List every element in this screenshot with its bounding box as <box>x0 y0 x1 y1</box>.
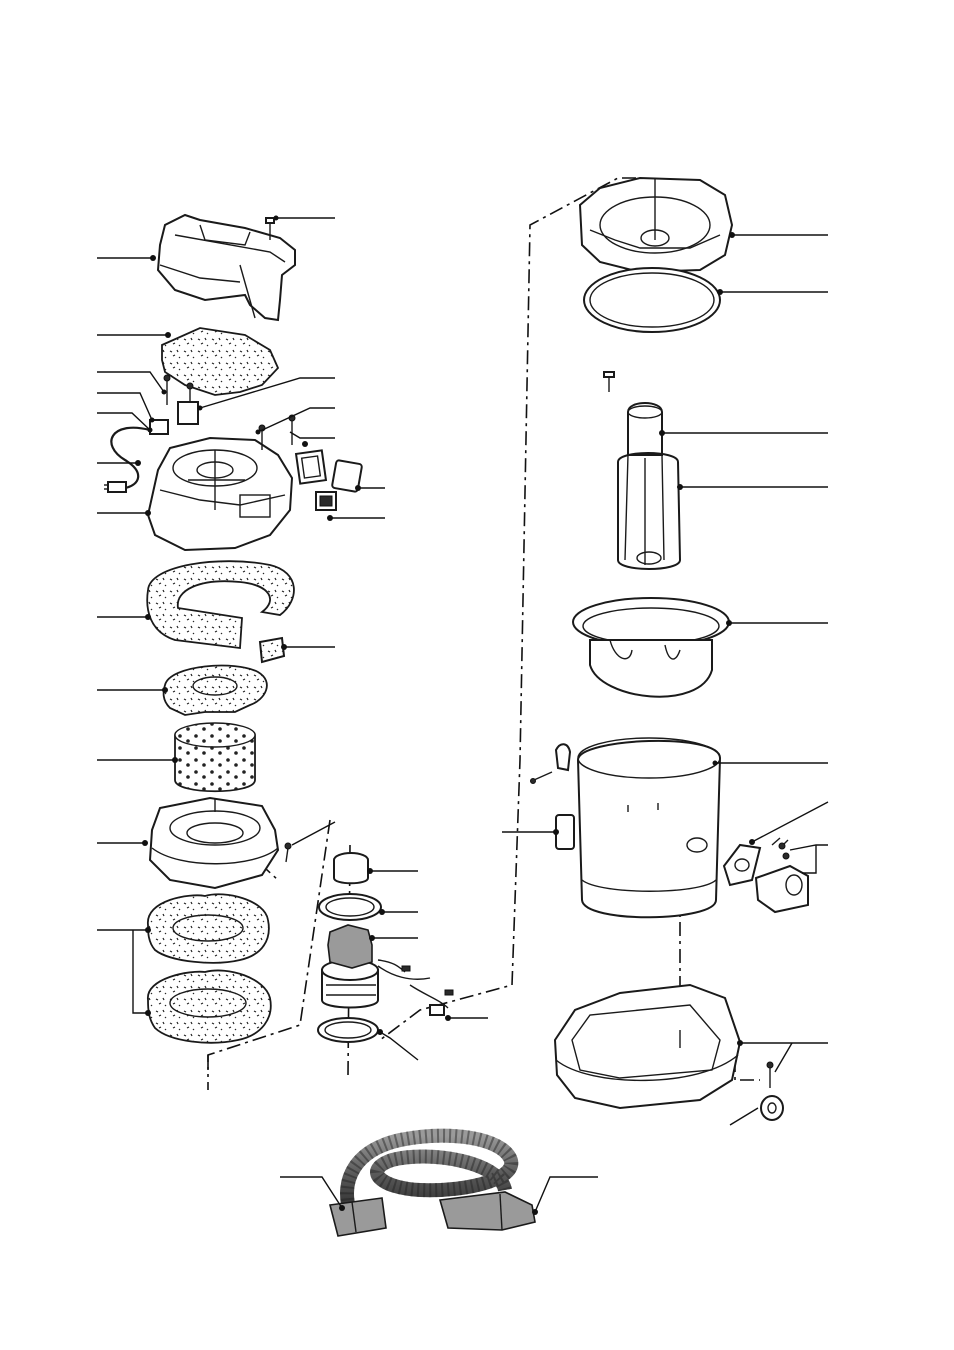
motor-bushing <box>333 852 369 885</box>
callout-lid-screw <box>273 215 335 221</box>
foam-block <box>258 636 286 664</box>
motor-upper-gasket <box>318 893 382 921</box>
callout-cylinder-foam <box>97 757 178 763</box>
latch-screws <box>771 837 790 860</box>
top-seal-ring <box>583 267 721 333</box>
float <box>627 402 663 456</box>
callout-float <box>659 430 828 436</box>
callout-side-latch <box>502 829 559 835</box>
callout-top-foam-pad <box>97 332 171 338</box>
cylinder-foam <box>174 722 256 793</box>
callout-vacuum-motor <box>369 935 418 941</box>
callout-float-cage <box>677 484 828 490</box>
callout-housing-screw-a <box>255 407 335 435</box>
callout-wiring-harness <box>197 377 335 411</box>
flat-foam-disc <box>162 664 268 716</box>
filter-bag <box>572 597 730 698</box>
callout-power-cord <box>97 460 141 466</box>
callout-switch-bracket <box>97 392 155 423</box>
callout-motor-lower-gasket <box>377 1029 419 1061</box>
tank-drum <box>576 737 722 919</box>
motor-wiring <box>377 959 454 1016</box>
callout-lid-cover <box>97 255 156 261</box>
callout-latch-gasket <box>749 801 829 845</box>
side-latch-clip <box>754 864 809 914</box>
housing-side-parts <box>258 414 363 511</box>
motor-lower-gasket <box>317 1017 379 1043</box>
callout-ring-foam <box>97 614 151 620</box>
callout-caster-wheel <box>729 1107 759 1126</box>
callout-tank-drum <box>712 760 828 766</box>
callout-hose-wand-end <box>532 1176 598 1215</box>
caster-wheel <box>760 1061 784 1121</box>
motor-head-housing <box>146 436 294 552</box>
callout-motor-mount <box>97 840 148 846</box>
callout-float-cage-top <box>729 232 828 238</box>
callout-rocker-switch <box>327 515 385 521</box>
side-latch <box>530 743 575 850</box>
callout-switch-gasket <box>355 485 385 491</box>
hose-wand-end <box>438 1191 536 1231</box>
callout-hose-cuff <box>280 1176 345 1211</box>
float-cage <box>617 452 682 570</box>
callout-dolly-base <box>737 1040 828 1073</box>
latch-gasket <box>722 843 762 887</box>
top-foam-pad <box>161 327 280 396</box>
lid-cover <box>156 213 296 322</box>
callout-leaders <box>97 215 829 1215</box>
float-screw <box>603 371 615 392</box>
callout-foam-block <box>281 644 335 650</box>
callout-flat-foam-disc <box>97 687 168 693</box>
callout-switch-plate <box>289 431 335 447</box>
vacuum-motor <box>321 924 379 1009</box>
float-cage-top <box>578 176 734 274</box>
callout-top-seal-ring <box>717 289 828 295</box>
callout-cord-clamp <box>97 412 153 433</box>
callout-switch-screws <box>97 371 167 395</box>
callout-motor-upper-gasket <box>379 909 418 915</box>
ring-foam <box>146 560 295 650</box>
callout-mount-screw <box>291 821 336 846</box>
dolly-base <box>553 983 742 1110</box>
callout-motor-wiring <box>445 1015 488 1021</box>
callout-wavy-foam-gaskets <box>97 927 151 1016</box>
callout-motor-bushing <box>367 868 418 874</box>
power-cord <box>104 426 151 493</box>
switch-assembly <box>149 374 199 435</box>
lid-screw <box>265 217 275 240</box>
callout-filter-bag <box>726 620 828 626</box>
callout-latch-screws <box>789 844 828 874</box>
callout-motor-head-housing <box>97 510 151 516</box>
wavy-foam-gaskets <box>147 893 272 1044</box>
motor-mount <box>148 796 280 890</box>
mount-screw <box>284 842 292 863</box>
vacuum-hose <box>340 1128 519 1215</box>
